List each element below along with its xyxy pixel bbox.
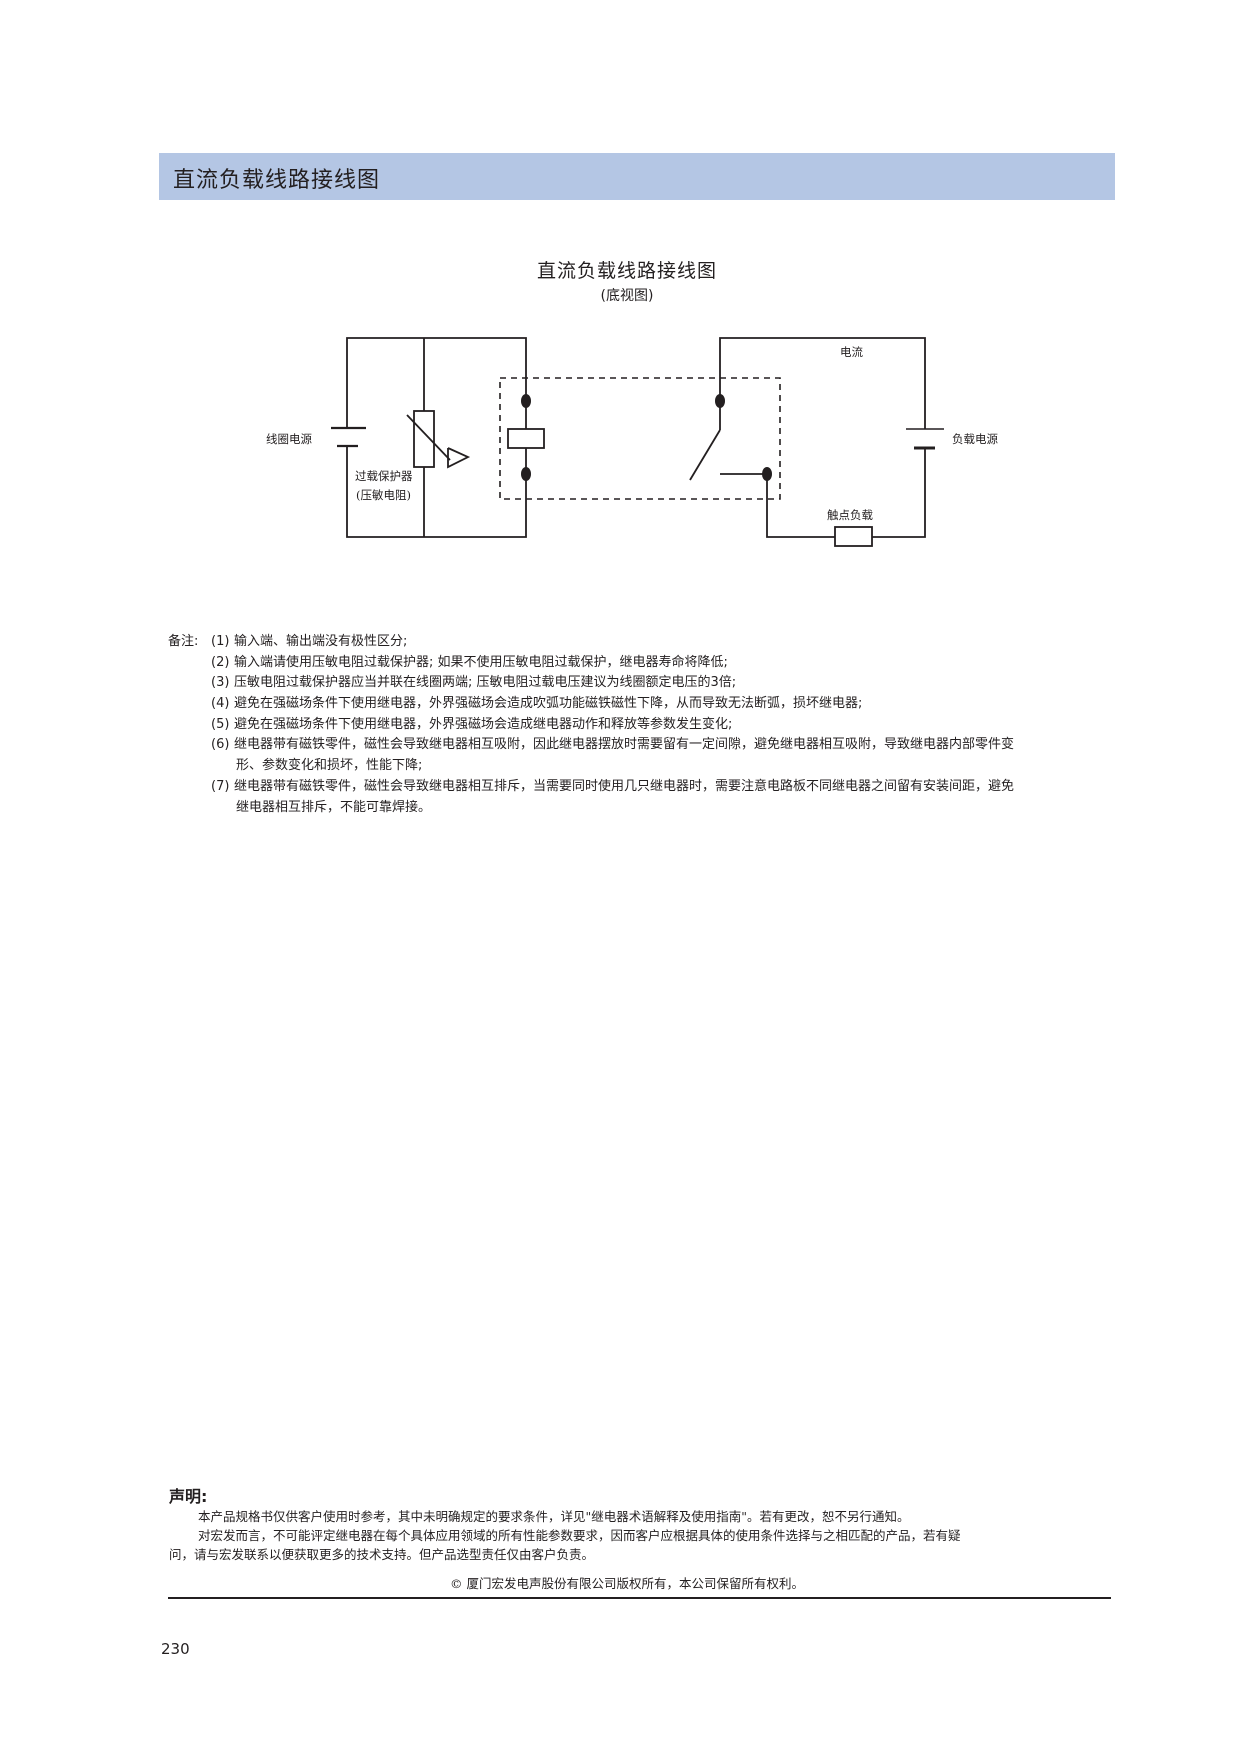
- coil-terminal-bottom: [521, 467, 531, 481]
- load-wire-top: [719, 337, 926, 430]
- load-wire-bottom: [766, 474, 835, 538]
- note-number: (5): [211, 716, 230, 732]
- note-text: 继电器相互排斥，不能可靠焊接。: [236, 799, 432, 815]
- coil-wire-left: [346, 337, 527, 538]
- note-text: 输入端、输出端没有极性区分;: [234, 634, 408, 649]
- diagram-title: 直流负载线路接线图: [536, 260, 717, 282]
- note-number: (1): [211, 634, 230, 649]
- note-number: (7): [211, 778, 230, 794]
- label-coil-power: 线圈电源: [266, 432, 312, 446]
- label-load-power: 负载电源: [952, 432, 998, 446]
- wiring-diagram: [331, 337, 944, 547]
- coil-circuit: [331, 337, 545, 538]
- copyright-notice: © 厦门宏发电声股份有限公司版权所有，本公司保留所有权利。: [450, 1576, 804, 1591]
- page-number: 230: [161, 1640, 190, 1658]
- varistor-diagonal: [406, 414, 451, 461]
- varistor-body: [413, 410, 435, 468]
- relay-coil: [507, 428, 545, 449]
- notes-prefix: 备注:: [168, 634, 199, 649]
- switch-terminal-contact: [762, 467, 772, 481]
- note-number: (3): [211, 675, 230, 691]
- footer-divider: [168, 1597, 1111, 1599]
- label-varistor: (压敏电阻): [356, 488, 411, 502]
- note-number: (4): [211, 696, 230, 712]
- label-current: 电流: [840, 345, 863, 359]
- diagram-subtitle: (底视图): [600, 288, 654, 304]
- declaration-title: 声明:: [169, 1487, 208, 1506]
- relay-outline-dashed: [499, 377, 781, 500]
- note-text: 避免在强磁场条件下使用继电器，外界强磁场会造成吹弧功能磁铁磁性下降，从而导致无法…: [234, 696, 863, 712]
- note-text: 继电器带有磁铁零件，磁性会导致继电器相互排斥，当需要同时使用几只继电器时，需要注…: [234, 778, 1015, 794]
- label-overload-protector: 过载保护器: [355, 469, 413, 483]
- note-number: (2): [211, 654, 230, 670]
- load-wire-return: [872, 448, 926, 538]
- note-text: 输入端请使用压敏电阻过载保护器; 如果不使用压敏电阻过载保护，继电器寿命将降低;: [234, 654, 728, 670]
- switch-terminal-top: [715, 394, 725, 408]
- load-circuit: [689, 337, 944, 547]
- note-text: 避免在强磁场条件下使用继电器，外界强磁场会造成继电器动作和释放等参数发生变化;: [234, 716, 733, 732]
- declaration-line-3: 问，请与宏发联系以便获取更多的技术支持。但产品选型责任仅由客户负责。: [169, 1547, 595, 1562]
- label-contact-load: 触点负载: [827, 508, 873, 522]
- note-number: (6): [211, 737, 230, 753]
- contact-load-resistor: [834, 526, 873, 547]
- note-text: 压敏电阻过载保护器应当并联在线圈两端; 压敏电阻过载电压建议为线圈额定电压的3倍…: [234, 675, 737, 691]
- section-header-bar: [159, 153, 1115, 200]
- note-text: 形、参数变化和损坏，性能下降;: [236, 758, 423, 774]
- section-title: 直流负载线路接线图: [173, 168, 381, 193]
- switch-blade: [689, 429, 721, 481]
- varistor-arrow-icon: [447, 447, 471, 469]
- declaration-line-1: 本产品规格书仅供客户使用时参考，其中未明确规定的要求条件，详见"继电器术语解释及…: [198, 1509, 910, 1524]
- note-text: 继电器带有磁铁零件，磁性会导致继电器相互吸附，因此继电器摆放时需要留有一定间隙，…: [234, 737, 1015, 753]
- declaration-line-2: 对宏发而言，不可能评定继电器在每个具体应用领域的所有性能参数要求，因而客户应根据…: [198, 1528, 961, 1543]
- coil-terminal-top: [521, 394, 531, 408]
